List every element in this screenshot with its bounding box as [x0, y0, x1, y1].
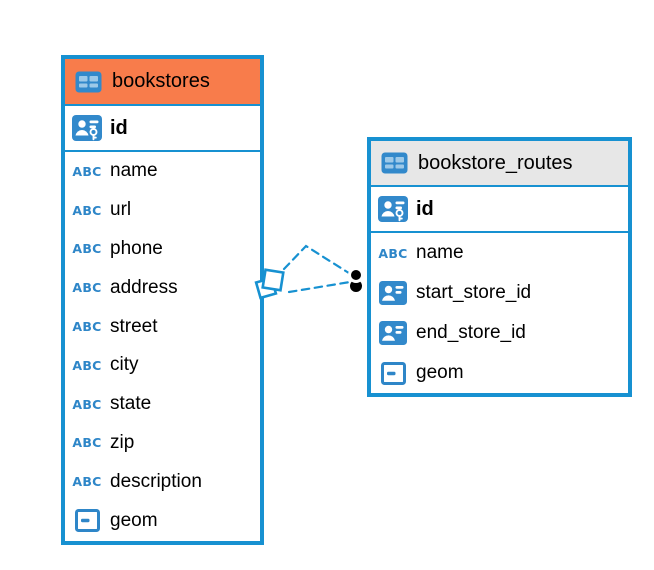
- text-type-icon: ABC: [378, 245, 408, 261]
- column-row-name[interactable]: ABC name: [65, 152, 260, 191]
- link-endpoint-dot-2[interactable]: [350, 280, 362, 292]
- column-name: geom: [416, 362, 464, 383]
- column-name: description: [110, 470, 202, 492]
- column-name: geom: [110, 509, 158, 531]
- relationship-line-1[interactable]: [282, 244, 354, 277]
- geometry-type-icon: [377, 361, 409, 385]
- text-type-icon: ABC: [72, 280, 102, 296]
- column-row-city[interactable]: ABC city: [65, 346, 260, 385]
- column-row-start-store-id[interactable]: start_store_id: [371, 273, 628, 313]
- column-row-street[interactable]: ABC street: [65, 307, 260, 346]
- column-row-zip[interactable]: ABC zip: [65, 424, 260, 463]
- column-row-url[interactable]: ABC url: [65, 191, 260, 230]
- column-name: end_store_id: [416, 322, 526, 343]
- table-bookstores[interactable]: bookstores id ABC name ABC ur: [61, 55, 264, 545]
- text-type-icon: ABC: [72, 357, 102, 373]
- column-name: url: [110, 199, 132, 221]
- text-type-icon: ABC: [72, 202, 102, 218]
- column-name: id: [110, 116, 128, 139]
- column-row-geom[interactable]: geom: [371, 353, 628, 393]
- column-name: name: [416, 242, 464, 263]
- column-row-description[interactable]: ABC description: [65, 462, 260, 501]
- link-endpoint-dot-1[interactable]: [348, 267, 364, 283]
- text-type-icon: ABC: [72, 319, 102, 335]
- link-source-squares-icon[interactable]: [254, 268, 285, 300]
- column-row-address[interactable]: ABC address: [65, 268, 260, 307]
- table-title: bookstore_routes: [418, 151, 573, 174]
- column-name: street: [110, 315, 158, 337]
- reference-type-icon: [377, 281, 409, 305]
- table-header-bookstores[interactable]: bookstores: [65, 59, 260, 106]
- table-header-bookstore-routes[interactable]: bookstore_routes: [371, 141, 628, 187]
- column-row-id[interactable]: id: [371, 187, 628, 233]
- column-name: start_store_id: [416, 282, 532, 303]
- reference-type-icon: [377, 321, 409, 345]
- table-bookstore-routes[interactable]: bookstore_routes id ABC name: [367, 137, 632, 397]
- column-name: phone: [110, 237, 163, 259]
- relationship-line-2[interactable]: [287, 280, 352, 294]
- geometry-type-icon: [71, 509, 103, 533]
- column-row-id[interactable]: id: [65, 106, 260, 152]
- text-type-icon: ABC: [72, 474, 102, 490]
- table-title: bookstores: [112, 70, 210, 92]
- primary-key-icon: [377, 196, 409, 222]
- column-name: name: [110, 160, 158, 182]
- text-type-icon: ABC: [72, 163, 102, 179]
- text-type-icon: ABC: [72, 241, 102, 257]
- column-name: city: [110, 354, 139, 376]
- text-type-icon: ABC: [72, 396, 102, 412]
- column-name: address: [110, 276, 178, 298]
- column-name: state: [110, 393, 152, 415]
- relationship-links[interactable]: [246, 236, 388, 318]
- column-name: zip: [110, 431, 135, 453]
- column-row-geom[interactable]: geom: [65, 501, 260, 540]
- column-row-phone[interactable]: ABC phone: [65, 230, 260, 269]
- text-type-icon: ABC: [72, 435, 102, 451]
- column-row-name[interactable]: ABC name: [371, 233, 628, 273]
- primary-key-icon: [71, 115, 103, 141]
- column-row-state[interactable]: ABC state: [65, 385, 260, 424]
- column-row-end-store-id[interactable]: end_store_id: [371, 313, 628, 353]
- table-icon: [378, 152, 410, 174]
- table-icon: [72, 71, 104, 93]
- column-name: id: [416, 197, 434, 220]
